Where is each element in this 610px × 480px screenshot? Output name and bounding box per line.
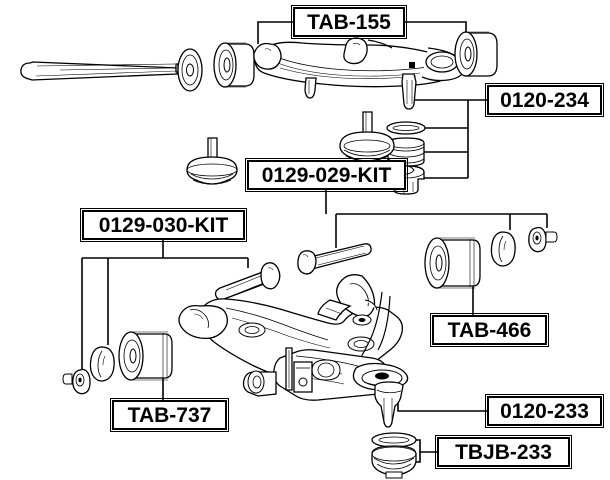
part-cap-030 bbox=[89, 346, 115, 382]
part-lower-boot bbox=[371, 445, 417, 479]
part-label-0120-234-text: 0120-234 bbox=[500, 88, 589, 112]
part-label-tab-155[interactable]: TAB-155 bbox=[291, 5, 407, 39]
part-label-tbjb-233[interactable]: TBJB-233 bbox=[435, 435, 572, 469]
part-boot-retaining-ring bbox=[371, 432, 417, 448]
part-long-through-bolt bbox=[20, 61, 179, 81]
part-bolt-030 bbox=[214, 262, 281, 301]
part-nut-030 bbox=[62, 368, 91, 395]
part-bushing-tab466 bbox=[424, 237, 481, 289]
part-label-tab-466-text: TAB-466 bbox=[447, 318, 532, 342]
part-upper-bushing-left bbox=[213, 42, 255, 88]
part-label-0129-029-kit-text: 0129-029-KIT bbox=[261, 163, 392, 187]
leader-tab155-right bbox=[405, 21, 467, 36]
part-lower-control-arm bbox=[178, 274, 409, 401]
part-label-tab-155-text: TAB-155 bbox=[307, 10, 391, 34]
part-label-0120-233-text: 0120-233 bbox=[500, 399, 589, 423]
part-upper-control-arm bbox=[253, 37, 465, 110]
part-label-tbjb-233-text: TBJB-233 bbox=[455, 440, 552, 464]
part-nut-029 bbox=[528, 226, 558, 253]
part-upper-bushing-right bbox=[454, 31, 498, 77]
part-bolt-029 bbox=[297, 243, 372, 275]
part-label-0120-233[interactable]: 0120-233 bbox=[485, 394, 604, 428]
leader-tab155-left bbox=[257, 21, 293, 44]
leader-0120234-stud bbox=[411, 92, 468, 101]
part-ball-joint-boot-030 bbox=[186, 137, 238, 185]
leader-0120233 bbox=[397, 378, 487, 412]
part-ball-joint-boot-029 bbox=[339, 111, 395, 162]
part-cap-029 bbox=[490, 231, 516, 267]
part-label-0120-234[interactable]: 0120-234 bbox=[485, 83, 604, 117]
part-upper-oring bbox=[386, 121, 426, 135]
part-lower-ball-joint bbox=[374, 381, 404, 428]
part-label-tab-737-text: TAB-737 bbox=[127, 403, 212, 427]
part-label-0129-030-kit[interactable]: 0129-030-KIT bbox=[80, 208, 247, 242]
part-label-tab-737[interactable]: TAB-737 bbox=[110, 398, 229, 432]
part-label-0129-030-kit-text: 0129-030-KIT bbox=[98, 213, 229, 237]
part-flat-washer bbox=[177, 48, 203, 92]
part-label-tab-466[interactable]: TAB-466 bbox=[430, 313, 549, 347]
part-bushing-tab737 bbox=[118, 331, 173, 381]
part-label-0129-029-kit[interactable]: 0129-029-KIT bbox=[245, 158, 408, 192]
